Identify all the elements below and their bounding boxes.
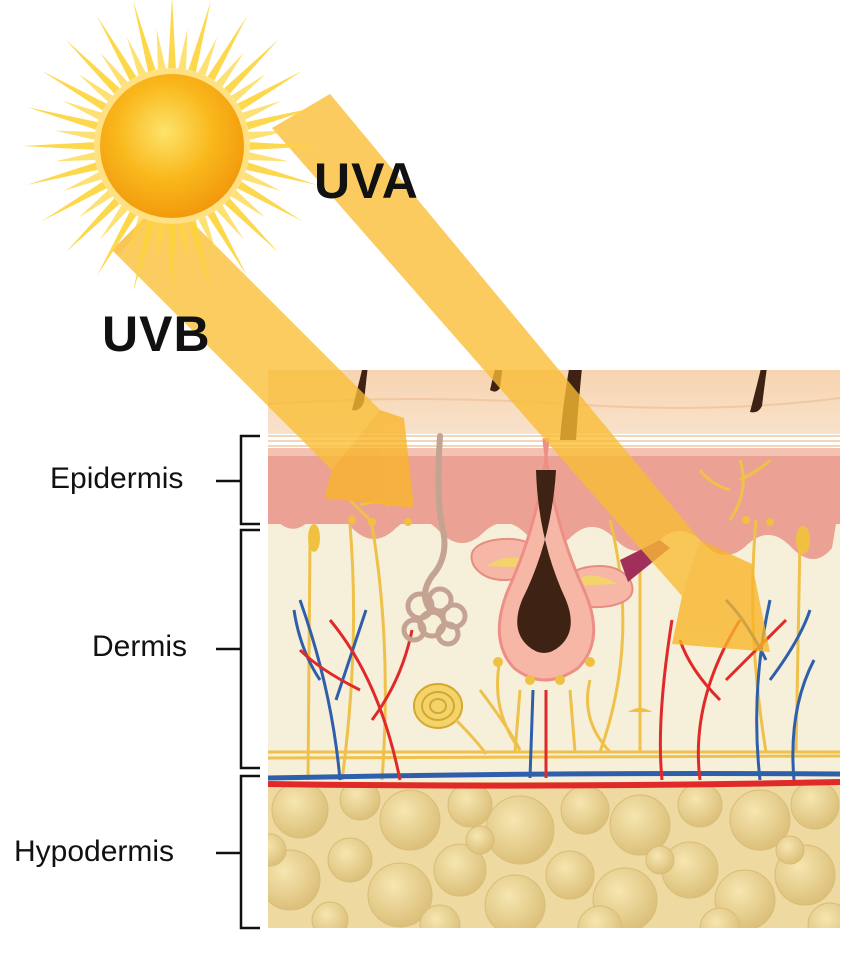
sun-ray	[198, 36, 218, 76]
sun-ray	[237, 71, 302, 111]
fat-cell-icon	[485, 795, 555, 865]
sun-ray	[65, 39, 120, 94]
fat-cell-icon	[484, 874, 546, 928]
sun-ray	[242, 172, 282, 192]
uvb-label: UVB	[102, 306, 211, 362]
sun-ray	[133, 1, 156, 72]
sun-ray	[246, 162, 317, 185]
fat-cell-icon	[419, 904, 461, 928]
fat-cell-icon	[677, 782, 723, 828]
meissner-corpuscle-2	[796, 526, 810, 554]
fat-cell-icon	[447, 782, 493, 828]
sun-ray	[168, 0, 176, 69]
fat-cell-icon	[560, 785, 610, 835]
fat-cell-icon	[729, 789, 791, 851]
sweat-gland-icon	[401, 433, 468, 647]
uvb-beam	[112, 196, 414, 508]
sun-ray	[249, 142, 322, 150]
sun-ray	[248, 152, 289, 162]
sun-ray	[133, 220, 156, 291]
sun-ray	[27, 162, 98, 185]
uva-label: UVA	[314, 153, 419, 209]
sun-ray	[42, 71, 107, 111]
fat-cell-icon	[271, 781, 329, 839]
sun-ray	[242, 100, 282, 120]
sun-ray	[188, 1, 211, 72]
sun-ray	[224, 39, 279, 94]
sun-ray	[78, 190, 113, 218]
sun-ray	[126, 216, 146, 256]
sun-ray	[97, 16, 137, 81]
fat-cell-icon	[367, 862, 433, 928]
sun-ray	[198, 216, 218, 256]
fat-cell-icon	[577, 905, 623, 928]
uva-beam	[272, 94, 770, 652]
sun-ray	[156, 29, 166, 70]
fat-cell-icon	[699, 907, 741, 928]
sun-ray	[246, 107, 317, 130]
dermis-label: Dermis	[92, 630, 187, 663]
sun-ray	[97, 211, 137, 276]
fat-cell-icon	[609, 794, 671, 856]
sun-ray	[216, 52, 244, 87]
sun-ray	[42, 181, 107, 221]
sun-icon	[22, 0, 322, 296]
sun-ray	[207, 16, 247, 81]
meissner-corpuscle	[308, 524, 320, 552]
sun-ray	[248, 130, 289, 140]
fat-cell-icon	[268, 849, 321, 911]
sun-ray	[178, 29, 188, 70]
sun-ray	[207, 211, 247, 276]
hypodermis-bracket	[239, 774, 260, 930]
sun-ray	[216, 205, 244, 240]
sun-ray	[78, 74, 113, 102]
fat-cell-icon	[775, 835, 805, 865]
fat-cell-icon	[545, 850, 595, 900]
fat-cells	[268, 779, 840, 928]
fat-cell-icon	[645, 845, 675, 875]
epidermis-bracket	[239, 434, 260, 526]
sun-ray	[27, 107, 98, 130]
sun-ray	[22, 142, 95, 150]
sun-ray	[237, 181, 302, 221]
skin-cross-section	[268, 370, 840, 928]
fat-cell-icon	[433, 843, 487, 897]
sun-ray	[62, 100, 102, 120]
sun-ray	[231, 190, 266, 218]
fat-cell-icon	[327, 837, 373, 883]
fat-cell-icon	[465, 825, 495, 855]
sun-ray	[65, 198, 120, 253]
sun-ray	[224, 198, 279, 253]
sun-ray	[55, 130, 96, 140]
sun-ray	[168, 223, 176, 296]
sun-ray	[55, 152, 96, 162]
sun-ray	[100, 205, 128, 240]
granular-layer	[268, 448, 840, 456]
layer-brackets	[216, 434, 260, 930]
fat-cell-icon	[379, 789, 441, 851]
pacinian-corpuscle-icon	[413, 683, 488, 755]
sun-ray	[231, 74, 266, 102]
fat-cell-icon	[268, 833, 287, 867]
dermis-bracket	[239, 528, 260, 770]
fat-cell-icon	[807, 902, 840, 928]
fat-cell-icon	[790, 780, 840, 830]
sun-ray	[126, 36, 146, 76]
blood-vessels	[268, 598, 840, 789]
epidermis-label: Epidermis	[50, 462, 184, 495]
hypodermis-label: Hypodermis	[14, 835, 175, 868]
sun-ray	[178, 222, 188, 263]
sun-ray	[156, 222, 166, 263]
sun-ray	[100, 52, 128, 87]
mushroom-receptor	[628, 708, 652, 752]
sun-ray	[62, 172, 102, 192]
fat-cell-icon	[311, 901, 349, 928]
sun-ray	[188, 220, 211, 291]
